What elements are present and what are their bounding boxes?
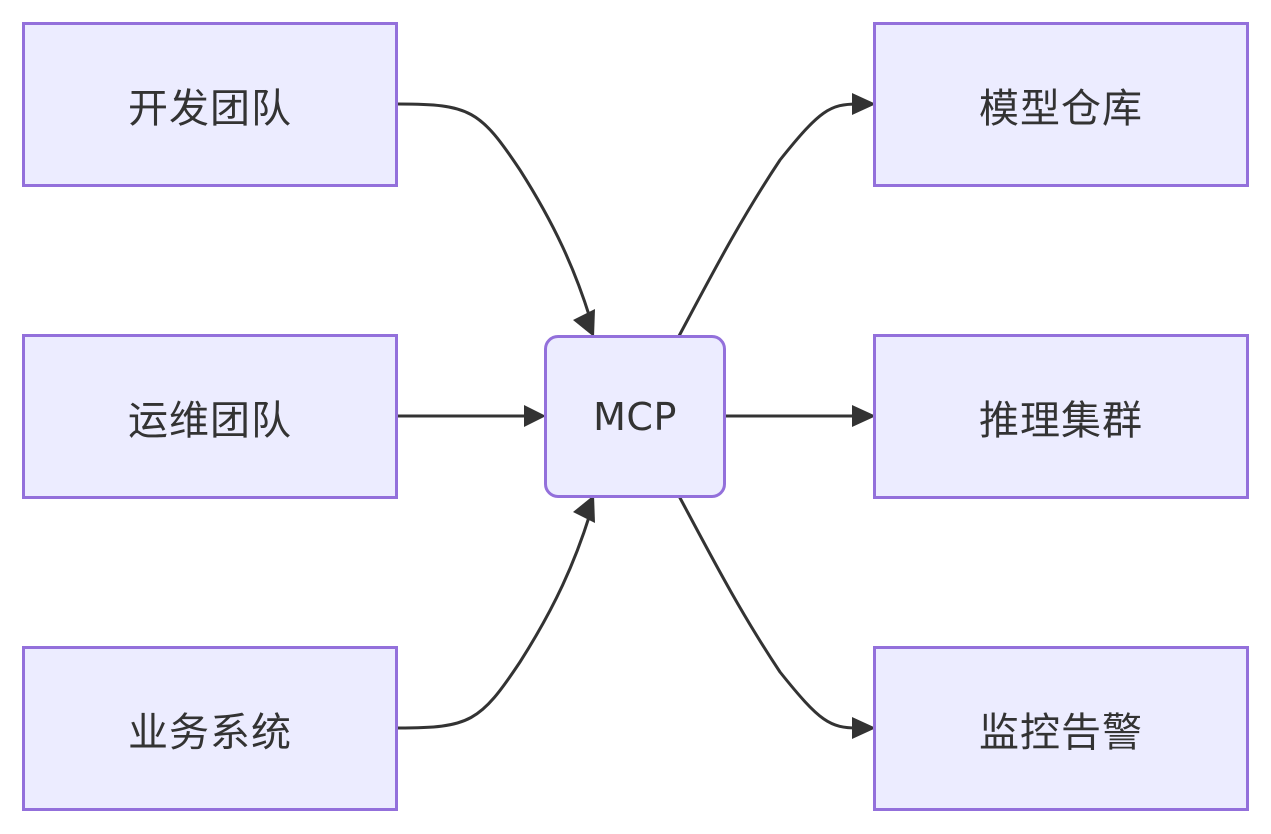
node-inference-cluster: 推理集群 <box>873 334 1249 499</box>
node-biz-system: 业务系统 <box>22 646 398 811</box>
arrowhead-ops-team <box>524 405 546 427</box>
edge-mcp-to-model-repo <box>677 102 859 337</box>
node-dev-team: 开发团队 <box>22 22 398 187</box>
node-monitoring-alert: 监控告警 <box>873 646 1249 811</box>
node-label: 推理集群 <box>979 397 1143 444</box>
arrowhead-model-repo <box>852 93 876 115</box>
arrowhead-inference-cluster <box>852 405 876 427</box>
node-label: 开发团队 <box>128 85 292 132</box>
arrowhead-monitoring-alert <box>852 717 876 739</box>
arrowhead-dev-team <box>573 309 595 337</box>
arrowhead-biz-system <box>573 495 595 523</box>
node-label: MCP <box>593 394 677 439</box>
node-label: 运维团队 <box>128 397 292 444</box>
node-label: 监控告警 <box>979 709 1143 756</box>
edge-biz-system-to-mcp <box>397 513 592 730</box>
node-label: 业务系统 <box>128 709 292 756</box>
node-label: 模型仓库 <box>979 85 1143 132</box>
node-mcp: MCP <box>544 335 726 498</box>
edge-dev-team-to-mcp <box>397 102 592 319</box>
edge-mcp-to-monitoring-alert <box>677 495 859 730</box>
node-model-repo: 模型仓库 <box>873 22 1249 187</box>
node-ops-team: 运维团队 <box>22 334 398 499</box>
